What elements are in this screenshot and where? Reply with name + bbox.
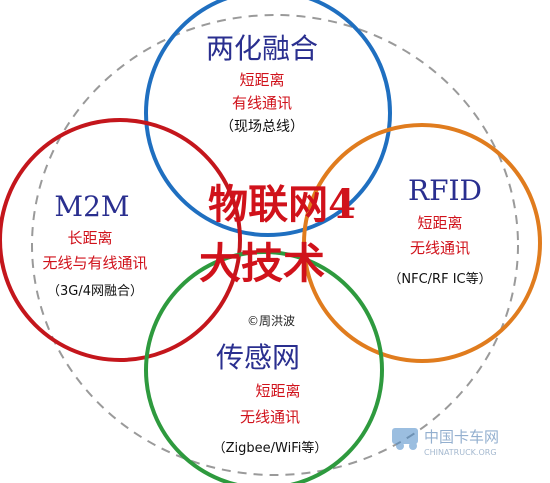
bottom-line2: 无线通讯 [240,408,300,426]
top-title: 两化融合 [206,32,318,65]
top-line2: 有线通讯 [232,94,292,112]
center-title-line1: 物联网4 [208,181,356,228]
right-title: RFID [408,174,482,207]
outer-dashed-circle [31,14,519,476]
watermark-logo: 中国卡车网 CHINATRUCK.ORG [392,428,499,457]
bottom-line3: （Zigbee/WiFi等） [213,440,328,456]
left-line3: （3G/4网融合） [47,284,143,299]
circle-top-blue [144,0,392,237]
watermark-wheel-icon [409,442,417,450]
circle-left-red [0,118,242,362]
left-title: M2M [54,190,129,223]
right-line2: 无线通讯 [410,239,470,257]
left-line1: 长距离 [67,229,112,247]
copyright-label: ©周洪波 [247,314,295,328]
top-line1: 短距离 [239,71,284,89]
right-line3: （NFC/RF IC等） [388,271,491,287]
bottom-line1: 短距离 [255,382,300,400]
watermark-wheel-icon [396,442,404,450]
circle-bottom-green [144,250,384,483]
center-title-line2: 大技术 [199,239,325,288]
circle-right-orange [302,123,542,363]
left-line2: 无线与有线通讯 [42,254,147,272]
watermark-logo-text: 中国卡车网 [424,428,499,446]
top-line3: （现场总线） [220,119,304,135]
watermark-truck-icon [392,428,418,444]
right-line1: 短距离 [417,214,462,232]
bottom-title: 传感网 [216,341,300,374]
watermark-url-text: CHINATRUCK.ORG [424,448,497,457]
